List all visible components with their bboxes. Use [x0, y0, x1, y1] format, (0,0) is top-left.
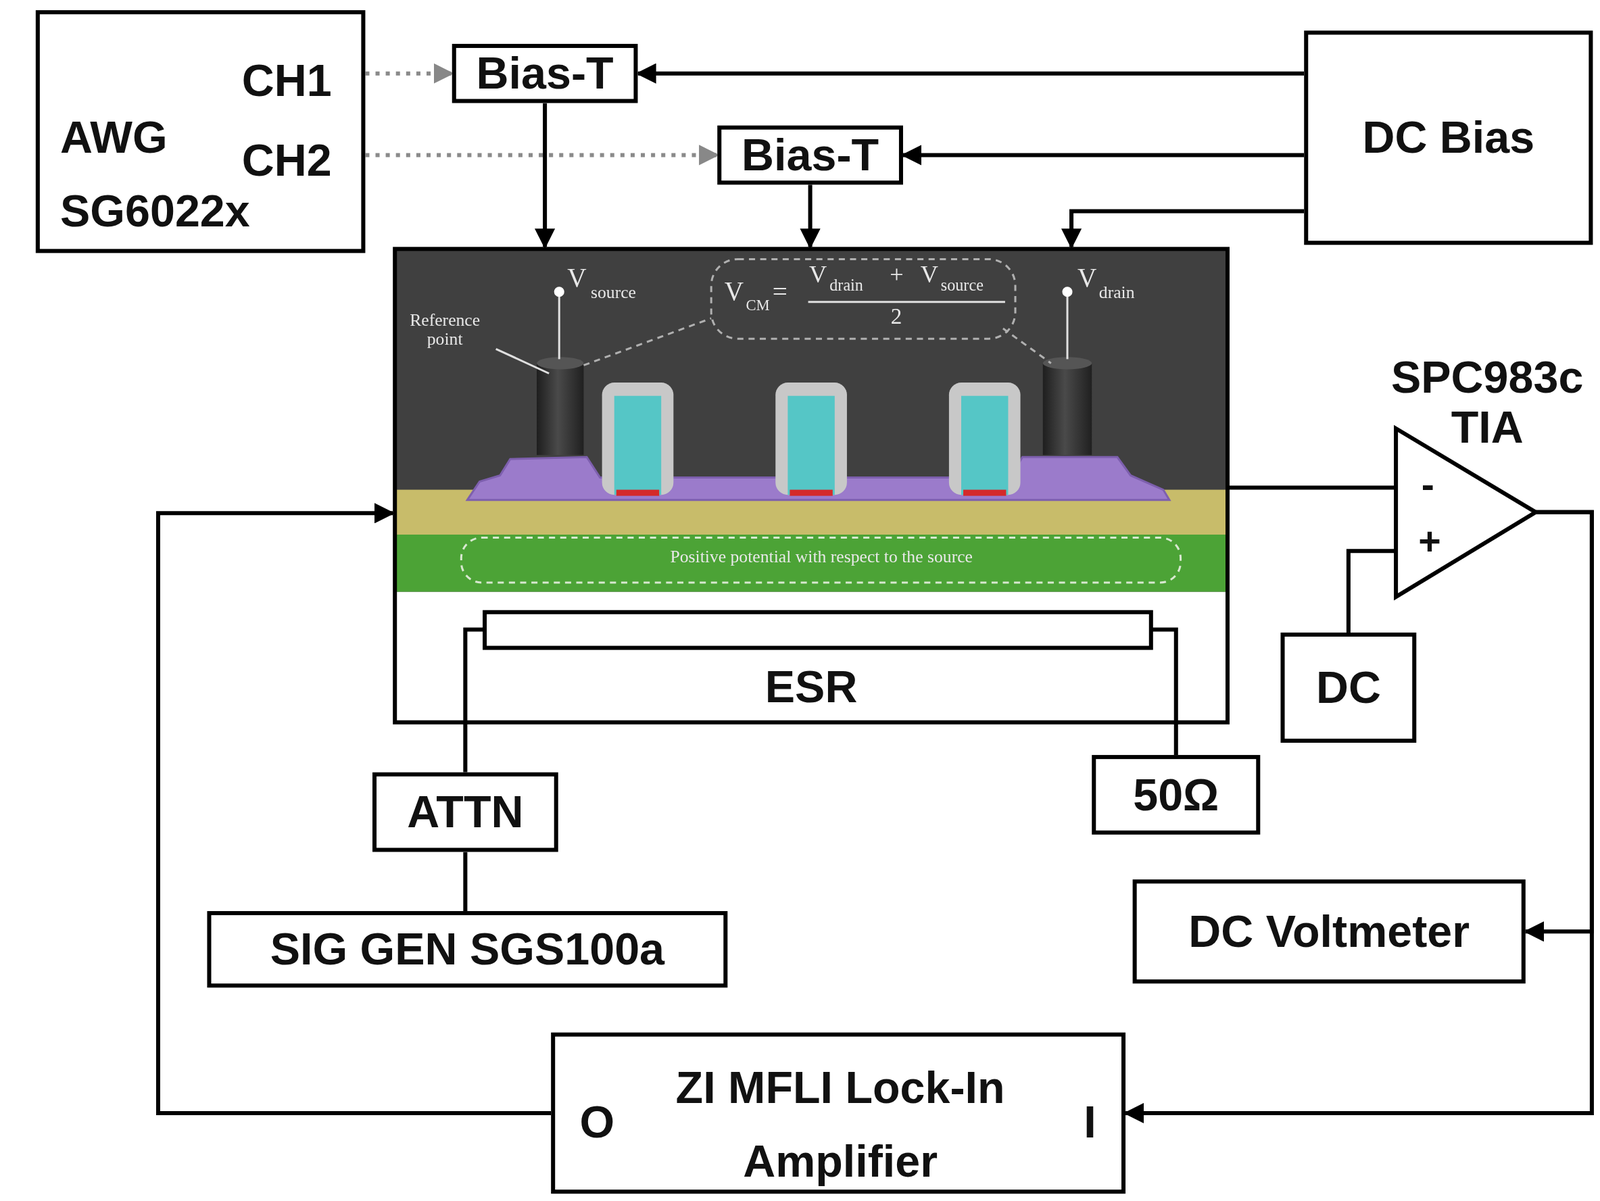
device-box: ESR — [392, 246, 1230, 724]
leader-line — [496, 348, 549, 374]
bias-tee-box: Bias-T — [452, 43, 639, 104]
box-label: 50Ω — [1132, 769, 1219, 820]
fraction-bar — [808, 300, 1006, 303]
box-label: Bias-T — [476, 48, 614, 99]
gate-stack — [949, 382, 1021, 497]
gate-stack — [775, 382, 847, 497]
dotted-signal-arrow — [365, 152, 718, 157]
signal-wire — [1125, 512, 1592, 1114]
instrument-box: DC Voltmeter — [1132, 879, 1526, 984]
probe-dot — [1061, 286, 1073, 297]
probe-wire — [1065, 292, 1069, 360]
port-label: I — [1083, 1097, 1096, 1148]
channel-label: CH1 — [241, 55, 332, 107]
port-label: O — [579, 1097, 615, 1148]
box-label: Bias-T — [741, 130, 879, 180]
pin-label: + — [1418, 521, 1442, 564]
box-label: ATTN — [406, 787, 524, 837]
amplifier-name: SPC983c TIA — [1382, 352, 1592, 453]
box-label: DC Voltmeter — [1188, 907, 1470, 957]
box-label: SIG GEN SGS100a — [270, 924, 665, 975]
signal-wire — [542, 102, 547, 247]
termination-box: 50Ω — [1091, 755, 1260, 835]
operator: + — [889, 260, 904, 288]
instrument-box: SIG GEN SGS100a — [206, 911, 728, 988]
region-note: Positive potential with respect to the s… — [464, 548, 1179, 568]
component-label: ESR — [396, 662, 1226, 712]
dashed-outline — [711, 258, 1016, 339]
voltage-symbol: V — [809, 260, 827, 288]
gate-stack — [602, 382, 674, 497]
instrument-box: AWG SG6022xCH1CH2 — [35, 10, 366, 253]
signal-wire — [1071, 210, 1304, 247]
instrument-name: AWG SG6022x — [60, 100, 265, 248]
signal-wire — [1151, 629, 1177, 756]
probe-dot — [554, 286, 565, 297]
substrate-layer — [396, 534, 1227, 593]
instrument-box: DC Bias — [1303, 30, 1593, 245]
subscript: CM — [745, 296, 770, 314]
background-region — [396, 250, 1227, 593]
voltage-symbol: V — [1077, 264, 1097, 294]
probe-wire — [558, 292, 561, 360]
signal-wire — [808, 184, 813, 247]
instrument-name: ZI MFLI Lock-In Amplifier — [628, 1051, 1052, 1198]
operator: = — [772, 278, 788, 308]
signal-wire — [465, 629, 485, 772]
box-label: DC — [1316, 663, 1381, 713]
denominator: 2 — [890, 304, 903, 330]
channel-label: CH2 — [241, 134, 332, 186]
bias-tee-box: Bias-T — [717, 125, 904, 186]
dashed-leader — [1003, 328, 1052, 363]
signal-wire — [637, 71, 1304, 76]
attenuator-box: ATTN — [372, 772, 559, 853]
esr-stripline — [484, 612, 1152, 649]
amplifier-triangle — [1395, 428, 1536, 597]
box-label: DC Bias — [1362, 112, 1535, 163]
voltage-symbol: V — [567, 264, 587, 294]
signal-wire — [1525, 512, 1592, 932]
subscript: source — [940, 276, 984, 295]
subscript: drain — [829, 276, 864, 295]
signal-wire — [1348, 550, 1396, 633]
signal-wire — [463, 851, 468, 912]
subscript: source — [590, 283, 637, 303]
amplifier-node: SPC983c TIA - + — [1382, 352, 1592, 597]
voltage-symbol: V — [920, 260, 939, 288]
signal-wire — [158, 513, 551, 1114]
subscript: drain — [1099, 283, 1135, 303]
voltage-symbol: V — [724, 277, 744, 307]
signal-wire — [903, 152, 1304, 157]
instrument-box: O ZI MFLI Lock-In Amplifier I — [550, 1032, 1126, 1195]
drain-contact — [1043, 356, 1092, 455]
signal-wire — [1229, 486, 1396, 491]
dotted-signal-arrow — [365, 71, 452, 76]
dc-source-box: DC — [1280, 632, 1417, 743]
callout-label: Reference point — [396, 310, 495, 349]
dashed-leader — [583, 318, 712, 366]
pin-label: - — [1421, 464, 1435, 507]
dashed-outline — [461, 538, 1181, 583]
